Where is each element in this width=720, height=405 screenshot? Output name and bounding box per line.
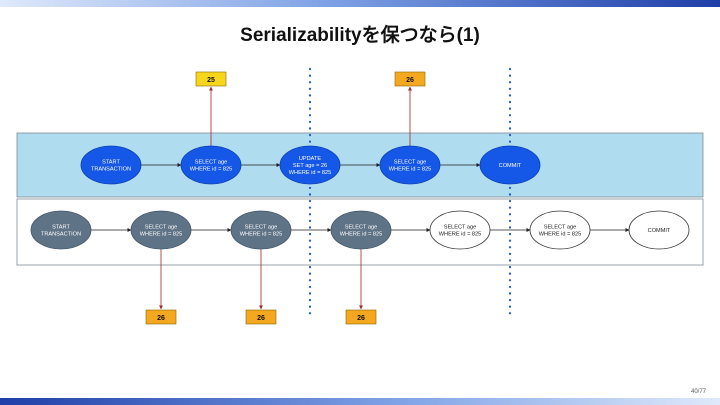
top-result-0: 25 [195, 71, 227, 87]
top-result-0-box [195, 71, 227, 87]
top-node-0-shape [80, 145, 142, 185]
top-node-1-label-line: SELECT age [195, 160, 228, 166]
top-accent-bar [0, 0, 720, 7]
bottom-node-3-label-line: SELECT age [345, 225, 378, 231]
top-node-3-label-line: WHERE id = 825 [389, 167, 431, 173]
bottom-node-1-label-line: WHERE id = 825 [140, 232, 182, 238]
top-node-1-label-line: WHERE id = 825 [190, 167, 232, 173]
top-node-4: COMMIT [479, 145, 541, 185]
top-node-2-label-line: SET age = 26 [293, 163, 327, 169]
bottom-node-6-label-line: COMMIT [648, 228, 671, 234]
bottom-result-0-box [145, 309, 177, 325]
bottom-result-2-box [345, 309, 377, 325]
bottom-node-5-shape [529, 210, 591, 250]
top-node-2-shape [279, 145, 341, 185]
bottom-node-0-label-line: TRANSACTION [41, 232, 81, 238]
bottom-node-4-label-line: WHERE id = 825 [439, 232, 481, 238]
bottom-result-0-value: 26 [157, 315, 165, 322]
bottom-node-4-label-line: SELECT age [444, 225, 477, 231]
top-node-3-shape [379, 145, 441, 185]
bottom-node-4-shape [429, 210, 491, 250]
bottom-node-1-shape [130, 210, 192, 250]
top-node-3-label-line: SELECT age [394, 160, 427, 166]
bottom-result-0: 26 [145, 309, 177, 325]
top-node-2-label-line: UPDATE [299, 156, 322, 162]
bottom-node-2-shape [230, 210, 292, 250]
bottom-node-5-label-line: SELECT age [544, 225, 577, 231]
bottom-result-1-box [245, 309, 277, 325]
bottom-node-3-shape [330, 210, 392, 250]
bottom-node-2-label-line: WHERE id = 825 [240, 232, 282, 238]
top-result-1-value: 26 [406, 77, 414, 84]
top-node-1-shape [180, 145, 242, 185]
top-node-4-shape [479, 145, 541, 185]
top-result-1: 26 [394, 71, 426, 87]
top-node-0-label-line: START [102, 160, 120, 166]
bottom-result-2-value: 26 [357, 315, 365, 322]
bottom-node-3-label-line: WHERE id = 825 [340, 232, 382, 238]
bottom-result-1: 26 [245, 309, 277, 325]
top-node-4-label-line: COMMIT [499, 163, 522, 169]
bottom-node-1-label-line: SELECT age [145, 225, 178, 231]
bottom-result-2: 26 [345, 309, 377, 325]
bottom-accent-bar [0, 398, 720, 405]
top-node-0-label-line: TRANSACTION [91, 167, 131, 173]
bottom-node-0-label-line: START [52, 225, 70, 231]
top-result-0-value: 25 [207, 77, 215, 84]
bottom-node-6: COMMIT [628, 210, 690, 250]
bottom-node-0-shape [30, 210, 92, 250]
slide-title: Serializabilityを保つなら(1) [240, 25, 480, 46]
top-result-1-box [394, 71, 426, 87]
page-number: 40/77 [690, 389, 706, 395]
bottom-node-5-label-line: WHERE id = 825 [539, 232, 581, 238]
top-node-2-label-line: WHERE id = 825 [289, 170, 331, 176]
bottom-node-6-shape [628, 210, 690, 250]
bottom-result-1-value: 26 [257, 315, 265, 322]
bottom-node-2-label-line: SELECT age [245, 225, 278, 231]
